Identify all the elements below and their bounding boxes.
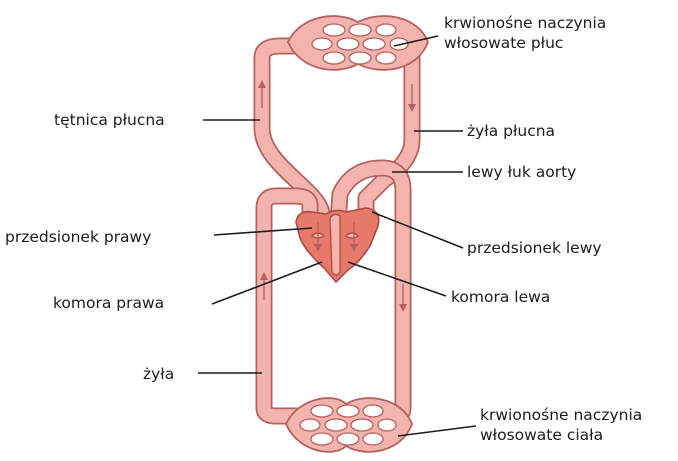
- label-pulmonary-vein: żyła płucna: [467, 122, 555, 140]
- body-capillary-network: [286, 398, 412, 452]
- label-body-capillaries-line1: krwionośne naczynia: [480, 406, 642, 424]
- label-lung-capillaries-line2: włosowate płuc: [444, 34, 563, 52]
- label-pulmonary-artery: tętnica płucna: [54, 111, 165, 129]
- label-body-capillaries-line2: włosowate ciała: [480, 426, 603, 444]
- label-left-aortic-arch: lewy łuk aorty: [467, 163, 576, 181]
- label-right-ventricle: komora prawa: [53, 294, 164, 312]
- heart: [296, 208, 379, 282]
- label-lung-capillaries-line1: krwionośne naczynia: [444, 14, 606, 32]
- label-right-atrium: przedsionek prawy: [5, 228, 151, 246]
- label-left-atrium: przedsionek lewy: [467, 239, 602, 257]
- heart-septum: [330, 214, 340, 275]
- label-vein: żyła: [143, 365, 174, 383]
- label-left-ventricle: komora lewa: [451, 288, 550, 306]
- leader-left-atrium: [372, 212, 463, 248]
- systemic-circuit: [264, 168, 403, 416]
